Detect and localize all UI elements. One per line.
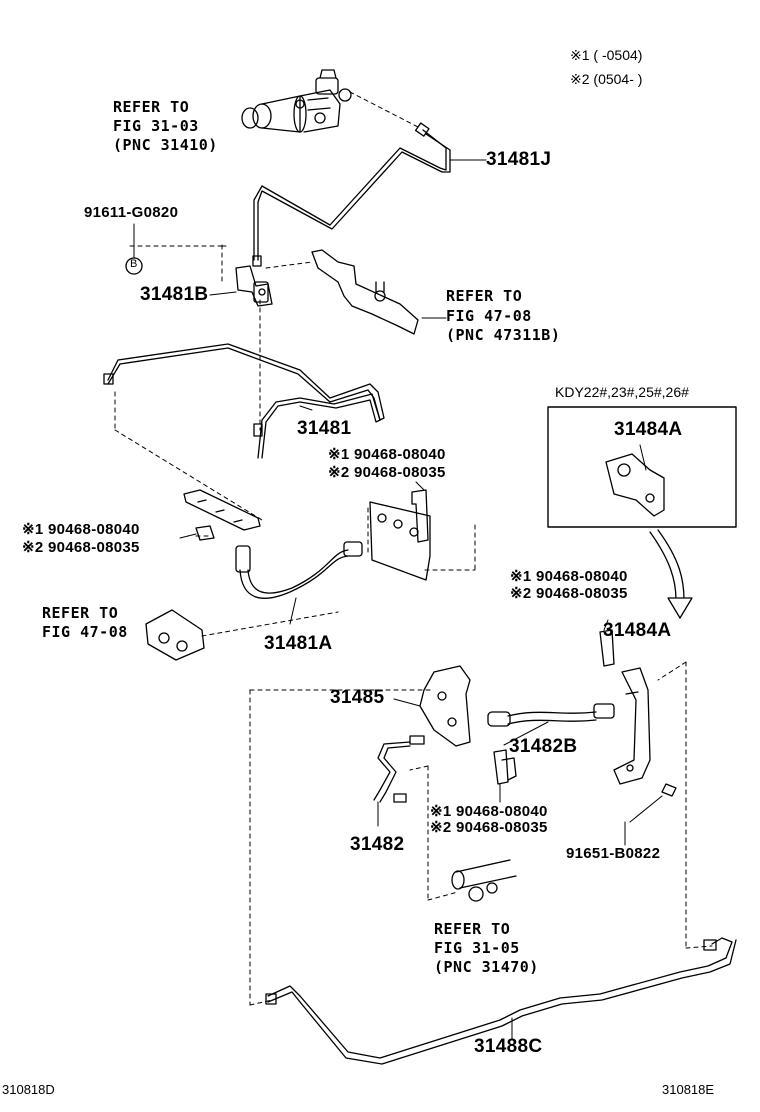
- part-31481-label: 31481: [297, 418, 352, 439]
- joint-31470-drawing: [451, 859, 517, 902]
- part-91651-label: 91651-B0822: [566, 845, 661, 862]
- connector-block-drawing: [145, 609, 205, 661]
- master-cylinder-drawing: [241, 69, 352, 133]
- part-31488C-label: 31488C: [474, 1036, 543, 1057]
- bracket-47311B-drawing: [311, 249, 419, 335]
- refer-2-line3: (PNC 47311B): [446, 326, 561, 344]
- pipe-31482-drawing: [373, 735, 425, 827]
- legend-line-1: ※1 ( -0504): [570, 47, 643, 63]
- footer-right-code: 310818E: [662, 1082, 715, 1097]
- pipe-31481-drawing: [103, 343, 385, 459]
- clip-4b-label: ※2 90468-08035: [430, 819, 548, 836]
- part-31485-label: 31485: [330, 687, 385, 708]
- refer-1-line3: (PNC 31410): [113, 136, 218, 154]
- part-91611-label: 91611-G0820: [84, 204, 179, 221]
- marker-b-label: B: [130, 258, 138, 270]
- part-31481A-label: 31481A: [264, 633, 333, 654]
- bracket-31484A-drawing: [613, 667, 677, 846]
- clip-3a-label: ※1 90468-08040: [510, 568, 628, 585]
- refer-3-line2: FIG 47-08: [42, 623, 128, 641]
- part-31481J-label: 31481J: [486, 149, 552, 170]
- part-31484A-box-label: 31484A: [614, 419, 683, 440]
- refer-1-line2: FIG 31-03: [113, 117, 199, 135]
- bracket-31481B-drawing: [125, 223, 273, 307]
- clip-drawings: [183, 489, 615, 785]
- part-31481B-label: 31481B: [140, 284, 209, 305]
- part-31482B-label: 31482B: [509, 736, 578, 757]
- clip-3b-label: ※2 90468-08035: [510, 585, 628, 602]
- clip-1a-label: ※1 90468-08040: [22, 521, 140, 538]
- detail-box-drawing: [547, 406, 737, 619]
- clip-2b-label: ※2 90468-08035: [328, 464, 446, 481]
- pipe-31488C-drawing: [265, 937, 737, 1065]
- refer-3-line1: REFER TO: [42, 604, 119, 622]
- hose-31481A-drawing: [235, 541, 363, 599]
- bracket-plate-drawing: [369, 501, 431, 581]
- part-31484A-label: 31484A: [603, 620, 672, 641]
- leader-lines: [179, 159, 609, 803]
- clip-2a-label: ※1 90468-08040: [328, 446, 446, 463]
- clip-1b-label: ※2 90468-08035: [22, 539, 140, 556]
- refer-1-line1: REFER TO: [113, 98, 190, 116]
- refer-4-line3: (PNC 31470): [434, 958, 539, 976]
- detail-box-title: KDY22#,23#,25#,26#: [555, 384, 689, 400]
- hose-31482B-drawing: [487, 703, 615, 727]
- refer-2-line1: REFER TO: [446, 287, 523, 305]
- refer-4-line1: REFER TO: [434, 920, 511, 938]
- clip-4a-label: ※1 90468-08040: [430, 803, 548, 820]
- refer-2-line2: FIG 47-08: [446, 307, 532, 325]
- legend-line-2: ※2 (0504- ): [570, 71, 643, 87]
- bracket-31485-drawing: [393, 665, 471, 747]
- pipe-31481J-drawing: [252, 122, 451, 267]
- dashed-leaders: [114, 91, 713, 1006]
- refer-4-line2: FIG 31-05: [434, 939, 520, 957]
- footer-left-code: 310818D: [2, 1082, 55, 1097]
- part-31482-label: 31482: [350, 834, 405, 855]
